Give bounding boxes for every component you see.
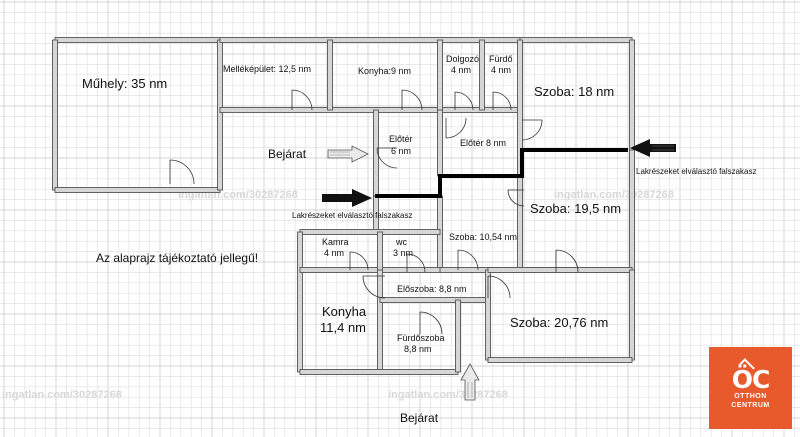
- door-szoba1054: [457, 249, 479, 271]
- logo-mark: ÖC: [731, 357, 771, 394]
- wall-segment: [377, 269, 383, 373]
- room-label-konyha-top: Konyha:9 nm: [358, 66, 411, 76]
- wall-segment: [217, 39, 223, 191]
- door-szoba18: [521, 119, 543, 141]
- watermark-text: ingatlan.com/30287268: [554, 189, 674, 201]
- wall-segment: [299, 369, 459, 375]
- room-label-furdoszoba: Fürdőszoba: [397, 333, 445, 343]
- room-label-eloter6: Előtér: [389, 134, 413, 144]
- room-label-szoba195: Szoba: 19,5 nm: [530, 201, 621, 216]
- room-label-dolgozo-area: 4 nm: [451, 65, 471, 75]
- door-dolgozo: [454, 91, 474, 111]
- arrows: [322, 139, 676, 401]
- wall-segment: [379, 297, 489, 303]
- door-furdoszoba: [419, 311, 443, 335]
- logo-line-2: CENTRUM: [731, 401, 770, 409]
- wall-segment: [297, 231, 303, 373]
- room-label-konyha-area: 11,4 nm: [320, 320, 366, 335]
- note-entrance-bottom: Bejárat: [400, 411, 439, 425]
- logo-mark-text: ÖC: [731, 364, 771, 394]
- room-labels: Műhely: 35 nm Melléképület: 12,5 nm Kony…: [82, 54, 621, 354]
- logo-line-1: OTTHON: [734, 392, 767, 400]
- wall-segment: [52, 39, 58, 191]
- room-label-eloszoba: Előszoba: 8,8 nm: [397, 284, 467, 294]
- watermark-text: ingatlan.com/30287268: [388, 389, 508, 401]
- room-label-szoba2076: Szoba: 20,76 nm: [510, 315, 608, 330]
- wall-segment: [219, 107, 521, 113]
- room-label-muhely: Műhely: 35 nm: [82, 76, 167, 91]
- door-mellekepulet: [291, 89, 313, 111]
- wall-segment: [479, 39, 485, 111]
- door-konyha-top: [401, 89, 423, 111]
- room-label-szoba1054: Szoba: 10,54 nm: [449, 232, 517, 242]
- annotations: Bejárat Bejárat Lakrészeket elválasztó f…: [96, 147, 757, 425]
- room-label-furdoszoba-area: 8,8 nm: [404, 344, 432, 354]
- room-label-mellekepulet: Melléképület: 12,5 nm: [223, 64, 311, 74]
- room-label-furdo: Fürdő: [489, 54, 513, 64]
- door-eloter8: [445, 117, 467, 139]
- watermark-text: ingatlan.com/30287268: [2, 389, 122, 401]
- wall-segment: [377, 231, 383, 271]
- door-furdo: [492, 91, 512, 111]
- divider-arrow-left: [322, 189, 372, 207]
- note-disclaimer: Az alaprajz tájékoztató jellegű!: [96, 251, 258, 265]
- wall-segment: [519, 37, 633, 43]
- wall-segment: [299, 267, 441, 273]
- entrance-arrow-left: [327, 145, 369, 163]
- room-label-wc-area: 3 nm: [393, 248, 413, 258]
- room-label-eloter8: Előtér 8 nm: [460, 138, 506, 148]
- room-label-kamra-area: 4 nm: [324, 248, 344, 258]
- wall-segment: [437, 39, 443, 111]
- door-szoba195-bottom: [555, 249, 579, 273]
- door-kamra: [349, 251, 369, 271]
- note-divider-right: Lakrészeket elválasztó falszakasz: [636, 167, 757, 176]
- note-entrance-left: Bejárat: [268, 147, 307, 161]
- room-label-konyha: Konyha: [322, 304, 367, 319]
- wall-segment: [327, 39, 333, 111]
- wall-segment: [219, 37, 521, 43]
- door-konyha: [362, 275, 386, 299]
- room-label-dolgozo: Dolgozó: [446, 54, 479, 64]
- entrance-arrow-bottom: [460, 363, 480, 401]
- wall-segment: [629, 39, 635, 151]
- note-divider-left: Lakrészeket elválasztó falszakasz: [292, 211, 413, 220]
- wall-segment: [299, 229, 441, 235]
- room-label-eloter6-area: 6 nm: [391, 146, 411, 156]
- door-wc: [406, 253, 426, 273]
- room-label-kamra: Kamra: [322, 237, 349, 247]
- divider-arrow-right: [630, 139, 676, 157]
- door-eloter6: [376, 147, 398, 169]
- wall-segment: [54, 187, 221, 193]
- wall-segment: [487, 357, 633, 363]
- otthon-centrum-logo: ÖC OTTHON CENTRUM: [709, 347, 792, 429]
- room-label-wc: wc: [395, 237, 407, 247]
- room-label-furdo-area: 4 nm: [491, 65, 511, 75]
- doors: [169, 89, 579, 335]
- wall-segment: [455, 299, 461, 373]
- wall-segment: [487, 267, 633, 273]
- wall-segment: [629, 269, 635, 361]
- wall-segment: [54, 37, 221, 43]
- door-eloszoba: [487, 275, 511, 299]
- room-label-szoba18: Szoba: 18 nm: [534, 84, 614, 99]
- walls: [52, 37, 635, 375]
- door-muhely: [169, 159, 195, 185]
- door-szoba195: [507, 189, 525, 207]
- wall-segment: [437, 109, 443, 177]
- divider-wall: [375, 148, 628, 198]
- wall-segment: [629, 149, 635, 271]
